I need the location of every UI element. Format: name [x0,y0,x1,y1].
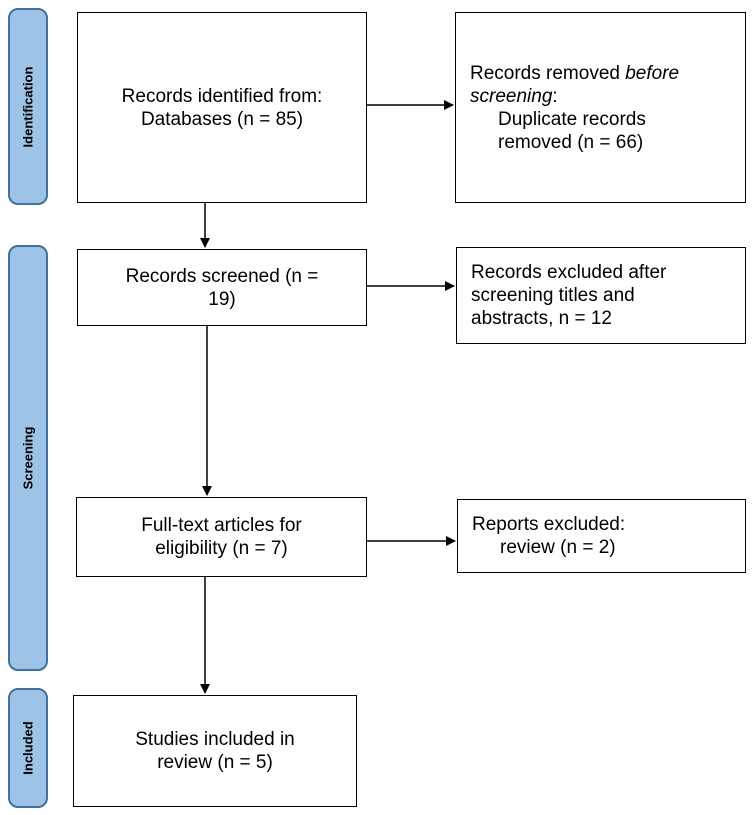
records-removed-line3: Duplicate records [498,108,646,130]
records-removed-line1: Records removed before [470,62,680,84]
phase-included: Included [8,688,48,808]
records-excluded-box: Records excluded after screening titles … [456,247,746,344]
records-removed-line2: screening: [470,85,558,107]
records-removed-box: Records removed before screening: Duplic… [455,12,746,203]
records-identified-line1: Records identified from: [121,85,323,107]
records-identified-line2: Databases (n = 85) [140,108,304,130]
fulltext-articles-line2: eligibility (n = 7) [155,538,288,559]
records-excluded-line2: screening titles and [471,285,635,306]
reports-excluded-line1: Reports excluded: [472,514,626,535]
records-screened-line1: Records screened (n = [125,265,319,287]
records-excluded-line1: Records excluded after [471,262,667,283]
records-removed-line4: removed (n = 66) [498,131,644,153]
studies-included-line2: review (n = 5) [157,752,273,773]
phase-identification: Identification [8,8,48,205]
records-screened-box: Records screened (n = 19) [77,249,367,326]
records-screened-line2: 19) [208,288,236,310]
reports-excluded-box: Reports excluded: review (n = 2) [457,499,746,573]
records-identified-box: Records identified from: Databases (n = … [77,12,367,203]
phase-screening: Screening [8,245,48,671]
studies-included-box: Studies included in review (n = 5) [73,695,357,807]
fulltext-articles-box: Full-text articles for eligibility (n = … [76,497,367,577]
records-excluded-line3: abstracts, n = 12 [471,308,612,329]
studies-included-line1: Studies included in [135,729,295,750]
reports-excluded-line2: review (n = 2) [500,537,616,558]
fulltext-articles-line1: Full-text articles for [141,515,302,536]
